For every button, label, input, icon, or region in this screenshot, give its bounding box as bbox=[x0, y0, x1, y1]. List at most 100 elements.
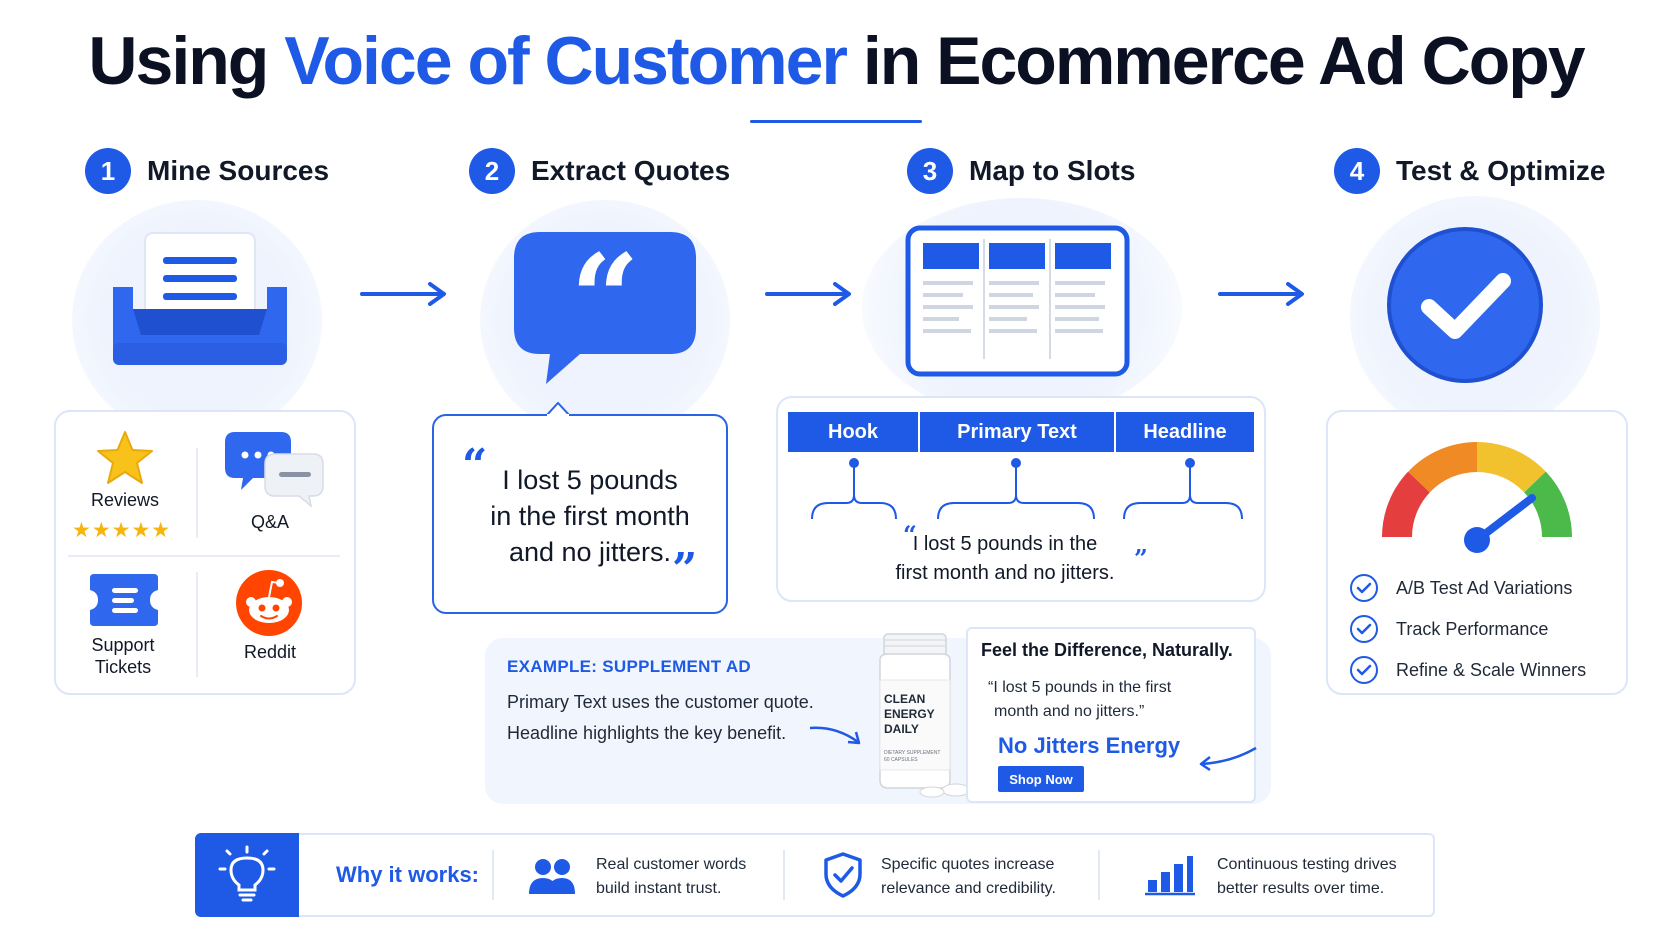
check-icon bbox=[1350, 615, 1378, 643]
svg-text:“: “ bbox=[570, 228, 639, 369]
arrow-right-icon bbox=[360, 282, 446, 306]
sources-divider bbox=[196, 448, 198, 538]
bottom-icon-panel bbox=[195, 833, 299, 917]
curved-arrow-icon bbox=[1199, 746, 1257, 772]
lightbulb-icon bbox=[218, 845, 276, 902]
quote-card bbox=[432, 414, 728, 614]
quote-line: in the first month bbox=[490, 501, 690, 531]
reddit-icon bbox=[236, 570, 302, 636]
step-4-header: 4 Test & Optimize bbox=[1334, 148, 1606, 194]
bottom-point-line: relevance and credibility. bbox=[881, 880, 1056, 897]
curved-arrow-icon bbox=[809, 726, 861, 745]
source-support-line: Tickets bbox=[94, 657, 152, 677]
slot-bar: Hook Primary Text Headline bbox=[788, 412, 1254, 452]
source-reviews-label: Reviews bbox=[90, 490, 160, 510]
bottom-point-1: Real customer words build instant trust. bbox=[596, 853, 746, 901]
step-4-label: Test & Optimize bbox=[1396, 155, 1606, 186]
title-highlight: Voice of Customer bbox=[284, 23, 848, 99]
bottle-fine-print: DIETARY SUPPLEMENT 60 CAPSULES bbox=[884, 750, 940, 764]
example-line-2: Headline highlights the key benefit. bbox=[507, 723, 787, 743]
ad-quote-line: “I lost 5 pounds in the first bbox=[988, 679, 1172, 696]
ad-headline: No Jitters Energy bbox=[998, 733, 1181, 758]
ad-quote: “I lost 5 pounds in the first month and … bbox=[988, 676, 1238, 724]
bottle-fine-print-line: DIETARY SUPPLEMENT bbox=[884, 750, 941, 756]
example-line-1: Primary Text uses the customer quote. bbox=[507, 692, 814, 712]
shop-now-button[interactable]: Shop Now bbox=[998, 766, 1084, 792]
quote-bubble-icon: “ bbox=[514, 228, 696, 384]
sources-divider bbox=[68, 555, 340, 557]
bottle-label: CLEAN ENERGY DAILY bbox=[884, 692, 935, 737]
close-quote-mark: ” bbox=[672, 544, 698, 595]
users-icon bbox=[529, 859, 575, 894]
slot-brackets bbox=[811, 458, 1243, 520]
bottom-point-line: better results over time. bbox=[1217, 880, 1385, 897]
why-it-works-label: Why it works: bbox=[336, 862, 480, 887]
bottle-label-line: CLEAN bbox=[884, 692, 926, 706]
slot-primary-text: Primary Text bbox=[920, 412, 1116, 452]
star-icon bbox=[97, 431, 153, 484]
bottom-point-2: Specific quotes increase relevance and c… bbox=[881, 853, 1056, 901]
bottom-point-line: Real customer words bbox=[596, 856, 747, 873]
step-1-number: 1 bbox=[85, 148, 131, 194]
slot-headline: Headline bbox=[1143, 420, 1227, 443]
title-after: in Ecommerce Ad Copy bbox=[845, 23, 1586, 99]
bottom-point-3: Continuous testing drives better results… bbox=[1217, 853, 1397, 901]
chat-bubbles-icon bbox=[225, 432, 324, 508]
slot-open-quote-mark: “ bbox=[903, 520, 917, 549]
step-2-header: 2 Extract Quotes bbox=[469, 148, 730, 194]
inbox-icon bbox=[113, 232, 287, 365]
source-support-line: Support bbox=[91, 635, 155, 655]
step-4-number: 4 bbox=[1334, 148, 1380, 194]
step-3-label: Map to Slots bbox=[969, 155, 1136, 186]
test-item: A/B Test Ad Variations bbox=[1350, 574, 1572, 602]
check-icon bbox=[1350, 574, 1378, 602]
bottom-point-line: Specific quotes increase bbox=[881, 856, 1055, 873]
checkmark-badge-icon bbox=[1387, 227, 1543, 383]
source-reddit-label: Reddit bbox=[243, 642, 297, 662]
review-stars: ★★★★★ bbox=[72, 519, 172, 542]
step-1-label: Mine Sources bbox=[147, 155, 330, 186]
step-2-number: 2 bbox=[469, 148, 515, 194]
bottle-label-line: ENERGY bbox=[884, 707, 935, 721]
bottom-divider bbox=[492, 850, 494, 900]
sources-divider bbox=[196, 572, 198, 677]
step-1-header: 1 Mine Sources bbox=[85, 148, 329, 194]
test-item-label: A/B Test Ad Variations bbox=[1396, 577, 1573, 598]
step-3-number: 3 bbox=[907, 148, 953, 194]
bottom-point-line: Continuous testing drives bbox=[1217, 856, 1397, 873]
title-underline bbox=[750, 120, 922, 123]
bottom-divider bbox=[783, 850, 785, 900]
shield-check-icon bbox=[824, 852, 862, 898]
slot-quote-line: first month and no jitters. bbox=[895, 562, 1115, 584]
ad-quote-line: month and no jitters.” bbox=[994, 703, 1145, 720]
source-qa-label: Q&A bbox=[250, 512, 289, 532]
slot-close-quote-mark: ” bbox=[1134, 544, 1148, 573]
test-item-label: Refine & Scale Winners bbox=[1396, 659, 1587, 680]
bottom-divider bbox=[1098, 850, 1100, 900]
page-title: Using Voice of Customer in Ecommerce Ad … bbox=[0, 22, 1672, 100]
step-2-label: Extract Quotes bbox=[531, 155, 731, 186]
bottle-label-line: DAILY bbox=[884, 722, 919, 736]
test-item: Track Performance bbox=[1350, 615, 1548, 643]
slot-quote-line: I lost 5 pounds in the bbox=[912, 533, 1098, 555]
arrow-right-icon bbox=[765, 282, 851, 306]
ad-heading: Feel the Difference, Naturally. bbox=[981, 640, 1233, 660]
step-3-header: 3 Map to Slots bbox=[907, 148, 1135, 194]
bottom-point-line: build instant trust. bbox=[596, 880, 722, 897]
arrow-right-icon bbox=[1218, 282, 1304, 306]
example-title: EXAMPLE: SUPPLEMENT AD bbox=[507, 657, 751, 676]
source-support-label: Support Tickets bbox=[78, 634, 168, 678]
quote-line: and no jitters. bbox=[508, 537, 672, 567]
ticket-icon bbox=[90, 574, 158, 626]
performance-gauge-icon bbox=[1382, 442, 1572, 553]
quote-line: I lost 5 pounds bbox=[502, 465, 678, 495]
quote-card-pointer bbox=[546, 402, 570, 416]
check-icon bbox=[1350, 656, 1378, 684]
slot-hook: Hook bbox=[788, 412, 920, 452]
quote-text: I lost 5 pounds in the first month and n… bbox=[470, 462, 710, 570]
bar-chart-icon bbox=[1145, 856, 1195, 896]
bottle-fine-print-line: 60 CAPSULES bbox=[884, 757, 918, 763]
title-before: Using bbox=[88, 23, 285, 99]
open-quote-mark: “ bbox=[462, 440, 488, 491]
supplement-bottle-image bbox=[879, 633, 971, 798]
